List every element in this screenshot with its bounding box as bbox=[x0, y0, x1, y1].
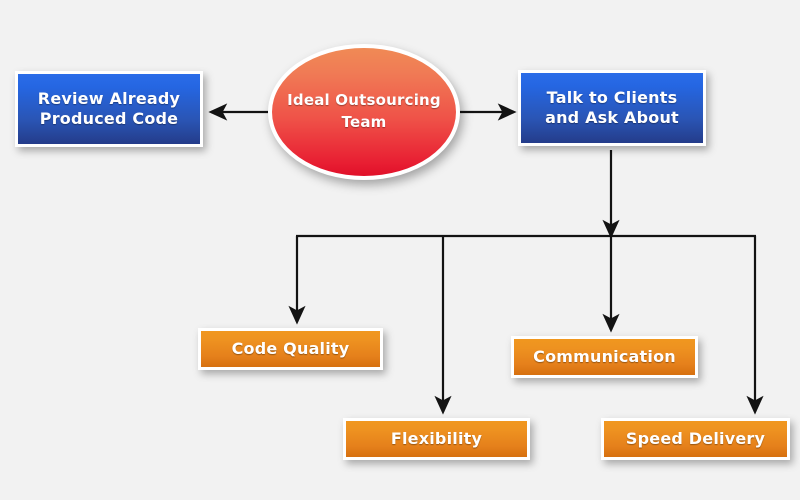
node-label: Review Already Produced Code bbox=[37, 89, 181, 128]
node-label: Speed Delivery bbox=[625, 429, 766, 448]
node-speed-delivery[interactable]: Speed Delivery bbox=[601, 418, 790, 460]
node-label: Talk to Clients and Ask About bbox=[545, 88, 679, 127]
node-label: Flexibility bbox=[390, 429, 483, 448]
node-review-already-produced-code[interactable]: Review Already Produced Code bbox=[15, 71, 203, 147]
node-flexibility[interactable]: Flexibility bbox=[343, 418, 530, 460]
node-code-quality[interactable]: Code Quality bbox=[198, 328, 383, 370]
node-label: Code Quality bbox=[231, 339, 350, 358]
node-label: Communication bbox=[533, 347, 676, 366]
node-talk-to-clients-and-ask-about[interactable]: Talk to Clients and Ask About bbox=[518, 70, 706, 146]
node-communication[interactable]: Communication bbox=[511, 336, 698, 378]
node-ideal-outsourcing-team[interactable]: Ideal Outsourcing Team bbox=[268, 44, 460, 180]
node-label: Ideal Outsourcing Team bbox=[287, 91, 441, 131]
